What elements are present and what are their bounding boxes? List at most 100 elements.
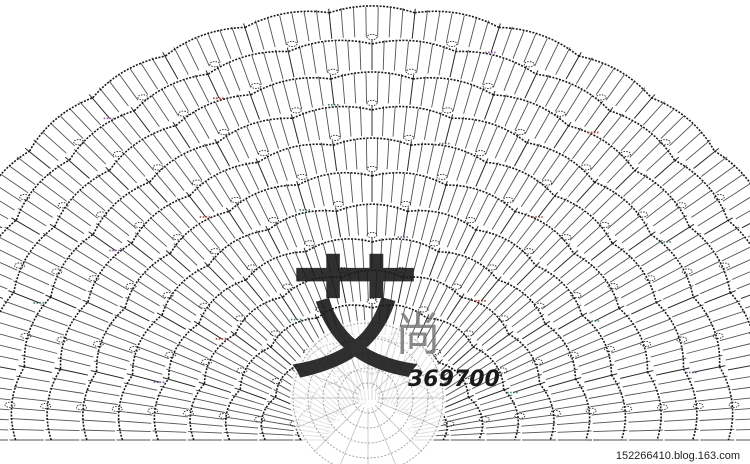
stitch-tick — [494, 130, 509, 159]
stitch-tick — [341, 73, 346, 104]
stitch-tick — [243, 23, 254, 53]
fan-scallop — [124, 252, 171, 309]
stitch-tick — [219, 30, 232, 59]
stitch-tick — [694, 270, 726, 286]
stitch-tick — [359, 40, 362, 71]
fan-scallop — [87, 242, 133, 303]
stitch-tick — [279, 333, 301, 358]
stitch-tick — [532, 148, 551, 176]
stitch-tick — [246, 126, 260, 155]
stitch-tick — [519, 406, 553, 413]
stitch-tick — [234, 387, 267, 400]
stitch-tick — [404, 275, 414, 305]
chain-loop — [620, 150, 631, 158]
stitch-tick — [255, 194, 270, 223]
stitch-tick — [133, 355, 166, 367]
stitch-tick — [521, 431, 557, 434]
stitch-tick — [677, 131, 702, 154]
chain-loop — [560, 234, 572, 241]
stitch-tick — [426, 282, 440, 311]
stitch-tick — [157, 394, 191, 403]
stitch-tick — [735, 418, 750, 421]
stitch-tick — [79, 101, 101, 126]
stitch-tick — [443, 333, 465, 358]
stitch-tick — [272, 338, 297, 362]
stitch-tick — [354, 139, 358, 170]
stitch-tick — [583, 232, 610, 254]
stitch-tick — [189, 414, 224, 420]
stitch-tick — [466, 266, 486, 293]
chain-loop — [640, 340, 652, 347]
stitch-tick — [481, 401, 515, 412]
stitch-tick — [152, 133, 172, 159]
stitch-tick — [340, 7, 344, 38]
chain-loop — [315, 306, 327, 313]
stitch-tick — [722, 343, 750, 351]
stitch-tick — [246, 234, 265, 262]
stitch-tick — [296, 180, 306, 211]
stitch-tick — [651, 108, 675, 133]
stitch-tick — [494, 166, 510, 195]
stitch-tick — [721, 246, 750, 262]
stitch-tick — [32, 190, 60, 210]
stitch-tick — [715, 174, 744, 194]
stitch-tick — [90, 370, 124, 379]
chain-loop — [19, 194, 31, 201]
stitch-tick — [689, 260, 720, 277]
chain-loop — [541, 179, 553, 186]
stitch-tick — [256, 230, 273, 258]
stitch-tick — [617, 360, 651, 371]
stitch-tick — [628, 231, 656, 251]
stitch-tick — [654, 156, 679, 179]
motif-spoke — [297, 368, 359, 395]
stitch-tick — [137, 280, 166, 300]
stitch-tick — [91, 134, 115, 158]
stitch-tick — [10, 418, 45, 421]
stitch-tick — [263, 52, 273, 82]
stitch-tick — [736, 283, 750, 290]
stitch-tick — [730, 376, 750, 381]
fan-scallop — [402, 276, 462, 298]
stitch-tick — [0, 322, 28, 332]
stitch-tick — [243, 318, 268, 341]
fan-scallop — [503, 388, 520, 441]
stitch-tick — [234, 166, 250, 195]
chain-loop — [96, 211, 107, 218]
stitch-tick — [491, 202, 509, 230]
stitch-tick — [468, 367, 499, 384]
stitch-tick — [388, 238, 393, 269]
stitch-tick — [223, 431, 258, 435]
stitch-tick — [494, 94, 507, 123]
stitch-tick — [440, 289, 457, 317]
fan-scallop — [371, 171, 447, 186]
stitch-tick — [349, 172, 354, 203]
stitch-tick — [485, 424, 520, 429]
stitch-tick — [271, 84, 281, 114]
stitch-tick — [510, 373, 542, 387]
stitch-tick — [611, 120, 634, 145]
fan-scallop — [109, 124, 177, 171]
chain-loop — [230, 196, 242, 204]
stitch-tick — [105, 166, 129, 190]
fan-scallop — [497, 279, 546, 324]
fan-scallop — [650, 96, 716, 152]
stitch-tick — [669, 173, 696, 194]
stitch-tick — [506, 300, 532, 322]
stitch-tick — [0, 200, 15, 211]
stitch-tick — [168, 296, 197, 316]
stitch-tick — [415, 314, 430, 343]
chain-loop — [56, 336, 68, 343]
fan-scallop — [340, 269, 404, 279]
stitch-tick — [444, 114, 454, 144]
fan-scallop — [336, 203, 408, 213]
chain-loop — [554, 110, 566, 117]
fan-scallop — [718, 366, 734, 441]
fan-scallop — [23, 296, 52, 367]
stitch-tick — [159, 385, 194, 395]
stitch-tick — [114, 314, 145, 330]
fan-scallop — [161, 264, 209, 316]
stitch-tick — [152, 421, 188, 426]
stitch-tick — [684, 251, 714, 268]
fan-scallop — [189, 161, 259, 197]
stitch-tick — [499, 351, 530, 368]
